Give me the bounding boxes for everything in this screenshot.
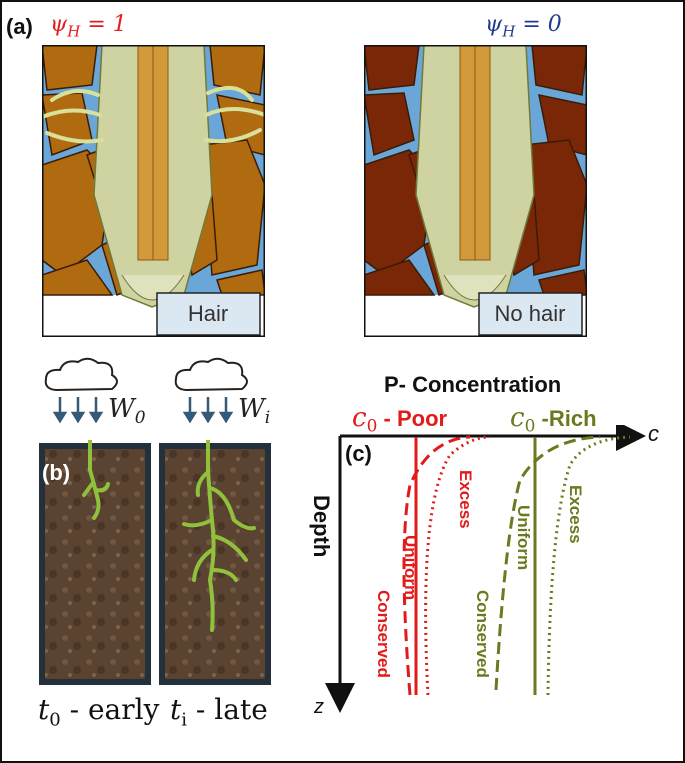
root-tip xyxy=(415,45,535,308)
psi-hair-title: ψH = 1 xyxy=(50,12,127,41)
rich-conserved-curve xyxy=(494,435,601,691)
rich-excess-label: Excess xyxy=(566,485,585,544)
soil-particle xyxy=(538,94,587,156)
panel-b-label: (b) xyxy=(42,460,71,485)
no-hair-caption: No hair xyxy=(495,301,566,326)
down-arrow-icon xyxy=(52,397,234,424)
depth-label: Depth xyxy=(309,495,334,557)
root-tip xyxy=(93,45,213,308)
poor-excess-label: Excess xyxy=(456,470,475,529)
cloud-icon xyxy=(174,357,248,392)
no-hair-caption-box xyxy=(478,292,583,336)
early-time-label: t0 - early xyxy=(38,693,160,731)
soil-particle xyxy=(364,92,415,157)
no-hair-illustration: No hair xyxy=(364,45,587,337)
seedling-early xyxy=(82,440,110,520)
rain-clouds xyxy=(44,357,248,424)
soil-particle xyxy=(42,259,114,296)
poor-uniform-label: Uniform xyxy=(401,535,420,600)
root-hair-illustration: Hair xyxy=(42,45,265,337)
soil-column-late xyxy=(159,443,271,685)
soil-particle xyxy=(364,45,420,91)
poor-label: c0 - Poor xyxy=(352,403,448,437)
soil-particle xyxy=(538,269,587,296)
cloud-icon xyxy=(44,357,118,392)
poor-excess-curve xyxy=(424,435,491,696)
soil-particle xyxy=(216,269,265,296)
poor-conserved-label: Conserved xyxy=(374,590,393,678)
poor-conserved-curve xyxy=(402,435,471,696)
soil-columns xyxy=(39,440,271,685)
soil-column-early xyxy=(39,443,151,685)
x-axis-label: c xyxy=(648,425,659,446)
hair-caption: Hair xyxy=(188,301,228,326)
w0-label: W0 xyxy=(108,394,146,429)
wi-label: Wi xyxy=(238,394,271,429)
soil-particle xyxy=(531,45,587,96)
psi-nohair-title: ψH = 0 xyxy=(485,12,562,41)
panel-c-label: (c) xyxy=(345,441,372,466)
concentration-profile-plot: (c) c z Depth ConservedUniformExcessCons… xyxy=(309,425,659,718)
panel-a-label: (a) xyxy=(6,14,33,39)
y-axis-label: z xyxy=(313,696,324,718)
root-hairs xyxy=(42,85,265,144)
p-concentration-title: P- Concentration xyxy=(384,372,562,397)
late-time-label: ti - late xyxy=(170,693,268,731)
soil-particle xyxy=(209,45,265,96)
rich-excess-curve xyxy=(546,435,631,696)
hair-caption-box xyxy=(156,292,261,336)
seedling-late xyxy=(182,440,256,632)
soil-particle xyxy=(42,45,98,91)
rich-uniform-label: Uniform xyxy=(514,505,533,570)
rich-conserved-label: Conserved xyxy=(473,590,492,678)
soil-particle xyxy=(364,259,436,296)
rich-label: c0 -Rich xyxy=(510,403,597,437)
